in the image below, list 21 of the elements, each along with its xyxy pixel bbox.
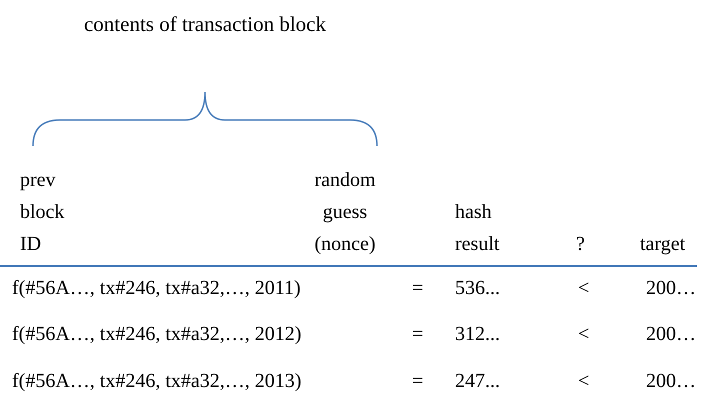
target-value: 200… xyxy=(646,322,696,347)
equals-sign: = xyxy=(412,276,424,301)
less-than-sign: < xyxy=(578,369,590,394)
column-header: random guess (nonce) xyxy=(313,168,377,257)
hash-value: 536... xyxy=(455,276,500,301)
hash-value: 247... xyxy=(455,369,500,394)
hash-function-call: f(#56A…, tx#246, tx#a32,…, 2013) xyxy=(12,369,302,394)
bracket-title: contents of transaction block xyxy=(82,11,327,38)
hash-function-call: f(#56A…, tx#246, tx#a32,…, 2012) xyxy=(12,322,302,347)
column-header: ? xyxy=(576,232,586,257)
equals-sign: = xyxy=(412,322,424,347)
hash-value: 312... xyxy=(455,322,500,347)
target-value: 200… xyxy=(646,276,696,301)
column-header: target xyxy=(640,232,686,257)
column-header: hash result xyxy=(455,200,500,257)
less-than-sign: < xyxy=(578,276,590,301)
equals-sign: = xyxy=(412,369,424,394)
less-than-sign: < xyxy=(578,322,590,347)
column-header: prev block ID xyxy=(20,168,66,257)
target-value: 200… xyxy=(646,369,696,394)
hash-function-call: f(#56A…, tx#246, tx#a32,…, 2011) xyxy=(12,276,301,301)
